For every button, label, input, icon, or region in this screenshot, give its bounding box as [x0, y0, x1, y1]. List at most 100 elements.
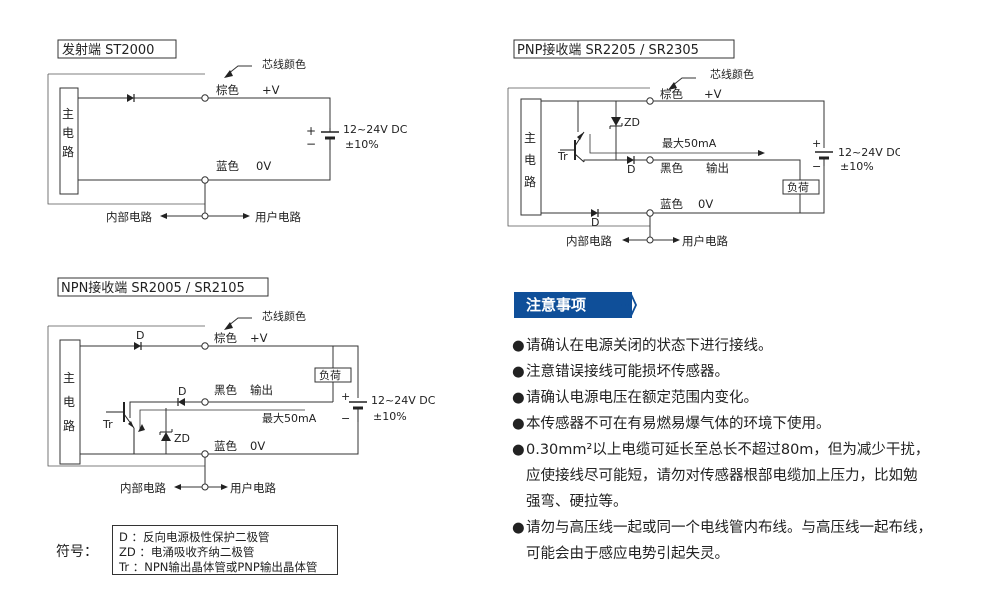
- svg-text:最大50mA: 最大50mA: [662, 136, 717, 150]
- svg-text:D: D: [178, 385, 186, 398]
- svg-text:0V: 0V: [250, 439, 265, 453]
- svg-text:棕色: 棕色: [660, 87, 683, 101]
- npn-diagram: NPN接收端 SR2005 / SR2105 主 电 路 D 负荷 D Tr Z…: [47, 277, 436, 495]
- notes-title: 注意事项: [514, 292, 632, 318]
- svg-text:棕色: 棕色: [214, 331, 237, 345]
- svg-text:+V: +V: [704, 87, 722, 101]
- svg-text:负荷: 负荷: [319, 368, 341, 382]
- svg-text:+: +: [341, 390, 350, 403]
- legend-box: D ：反向电源极性保护二极管 ZD ：电涌吸收齐纳二极管 Tr ：NPN输出晶体…: [112, 525, 338, 575]
- svg-text:主: 主: [63, 371, 75, 385]
- emitter-internal: 内部电路: [106, 210, 152, 224]
- svg-text:输出: 输出: [706, 161, 729, 175]
- svg-text:蓝色: 蓝色: [660, 197, 683, 211]
- svg-text:0V: 0V: [698, 197, 713, 211]
- emitter-zero-v: 0V: [256, 159, 271, 173]
- svg-text:12~24V DC: 12~24V DC: [371, 394, 436, 407]
- npn-diode-d-icon: [134, 342, 141, 350]
- npn-diode-d2-icon: [178, 398, 185, 406]
- svg-text:输出: 输出: [250, 383, 273, 397]
- pnp-load-box: [782, 179, 820, 195]
- emitter-title-box: [57, 39, 177, 59]
- pnp-main-circuit-box: [520, 98, 542, 216]
- npn-title: NPN接收端 SR2005 / SR2105: [61, 280, 245, 296]
- emitter-core-pointer: [227, 65, 252, 75]
- emitter-title: 发射端 ST2000: [62, 42, 154, 58]
- npn-title-box: [57, 277, 269, 297]
- svg-text:+V: +V: [250, 331, 268, 345]
- pnp-title: PNP接收端 SR2205 / SR2305: [517, 42, 699, 58]
- emitter-supply: 12~24V DC: [343, 123, 408, 136]
- npn-load-box: [314, 367, 352, 383]
- emitter-terminal-bottom: [201, 176, 209, 184]
- emitter-diagram: 发射端 ST2000 主 电 路 + − 12~24V DC ±10% 芯线颜色…: [47, 39, 408, 224]
- svg-text:用户电路: 用户电路: [682, 234, 728, 248]
- svg-text:ZD: ZD: [174, 432, 190, 445]
- legend-tr: Tr ：NPN输出晶体管或PNP输出晶体管: [119, 560, 318, 574]
- emitter-user: 用户电路: [255, 210, 301, 224]
- pnp-diode-d-icon: [627, 156, 634, 164]
- svg-text:主: 主: [524, 131, 536, 145]
- legend-zd: ZD ：电涌吸收齐纳二极管: [119, 545, 255, 559]
- npn-internal-boundary: [47, 325, 205, 467]
- svg-text:Tr: Tr: [557, 150, 568, 163]
- emitter-terminal-top: [201, 94, 209, 102]
- svg-text:ZD: ZD: [624, 116, 640, 129]
- svg-text:−: −: [341, 412, 350, 425]
- svg-text:路: 路: [63, 418, 75, 433]
- note-item: ●请确认电源电压在额定范围内变化。: [512, 390, 758, 406]
- svg-text:蓝色: 蓝色: [214, 439, 237, 453]
- svg-text:D: D: [591, 216, 599, 229]
- emitter-brown: 棕色: [216, 83, 239, 97]
- svg-text:D: D: [627, 163, 635, 176]
- pnp-diode-d2-icon: [591, 209, 598, 217]
- svg-text:路: 路: [524, 174, 536, 189]
- emitter-main-circuit-3: 路: [62, 144, 74, 159]
- svg-text:负荷: 负荷: [787, 180, 809, 194]
- note-item-cont: 可能会由于感应电势引起失灵。: [526, 546, 729, 562]
- emitter-diode-icon: [127, 94, 134, 102]
- svg-text:黑色: 黑色: [214, 383, 237, 397]
- svg-text:最大50mA: 最大50mA: [262, 411, 317, 425]
- svg-text:黑色: 黑色: [660, 161, 683, 175]
- notes-title-stripes: [616, 292, 637, 318]
- note-item: ●请确认在电源关闭的状态下进行接线。: [512, 338, 773, 354]
- emitter-core-color: 芯线颜色: [262, 57, 306, 71]
- note-item: ●0.30mm²以上电缆可延长至总长不超过80m，但为减少干扰，: [512, 442, 930, 458]
- note-item-cont: 应使接线尽可能短，请勿对传感器根部电缆加上压力，比如勉: [526, 468, 918, 484]
- svg-text:−: −: [812, 160, 821, 173]
- note-item-cont: 强弯、硬拉等。: [526, 494, 628, 510]
- emitter-main-circuit-box: [59, 87, 79, 195]
- npn-zener-icon: [161, 432, 171, 441]
- svg-text:12~24V DC: 12~24V DC: [838, 146, 900, 159]
- note-item: ●注意错误接线可能损坏传感器。: [512, 364, 729, 380]
- note-item: ●请勿与高压线一起或同一个电线管内布线。与高压线一起布线，: [512, 520, 932, 536]
- svg-text:内部电路: 内部电路: [566, 234, 612, 248]
- emitter-internal-boundary: [47, 73, 205, 205]
- emitter-plus: +: [306, 124, 316, 138]
- svg-text:+: +: [812, 137, 821, 150]
- legend-d: D ：反向电源极性保护二极管: [119, 530, 270, 544]
- npn-main-circuit-box: [59, 339, 81, 465]
- emitter-top-wire: [78, 97, 331, 128]
- pnp-zener-icon: [611, 117, 621, 126]
- svg-text:D: D: [136, 329, 144, 342]
- svg-text:电: 电: [524, 153, 536, 167]
- pnp-diagram: PNP接收端 SR2205 / SR2305 主 电 路 Tr ZD D 最大5…: [507, 39, 900, 248]
- emitter-plus-v: +V: [262, 83, 280, 97]
- emitter-main-circuit-2: 电: [62, 126, 74, 140]
- svg-text:±10%: ±10%: [373, 410, 407, 423]
- svg-text:用户电路: 用户电路: [230, 481, 276, 495]
- emitter-bottom-wire: [78, 150, 331, 181]
- svg-text:内部电路: 内部电路: [120, 481, 166, 495]
- svg-text:电: 电: [63, 395, 75, 409]
- emitter-blue: 蓝色: [216, 159, 239, 173]
- svg-text:Tr: Tr: [102, 418, 113, 431]
- emitter-main-circuit-1: 主: [62, 107, 74, 121]
- svg-text:±10%: ±10%: [840, 160, 874, 173]
- legend-symbol-label: 符号：: [56, 544, 98, 560]
- emitter-tolerance: ±10%: [345, 138, 379, 151]
- svg-text:芯线颜色: 芯线颜色: [262, 309, 306, 323]
- svg-text:芯线颜色: 芯线颜色: [710, 67, 754, 81]
- emitter-minus: −: [306, 137, 316, 151]
